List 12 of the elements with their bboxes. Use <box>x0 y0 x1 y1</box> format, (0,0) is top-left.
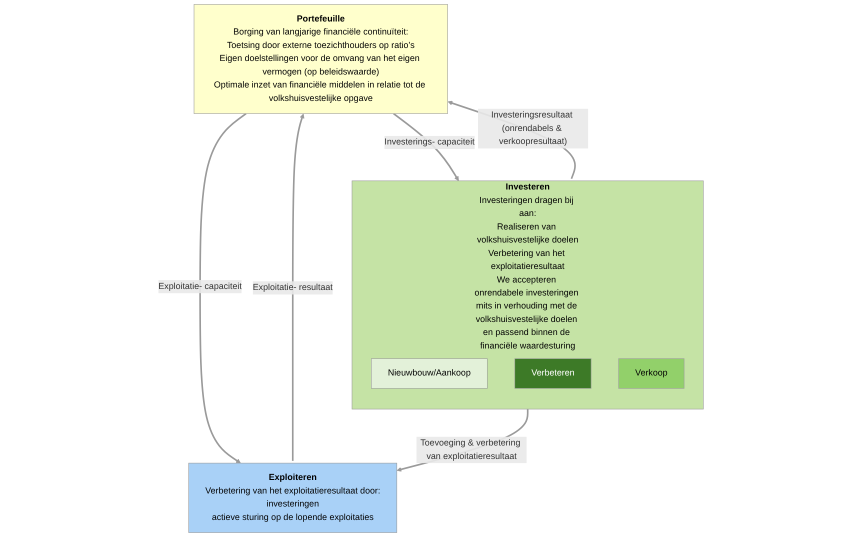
arrow <box>292 114 304 461</box>
node-box: Exploiteren Verbetering van het exploitatieresultaat door: investeringen actieve sturing op de lopende exploitaties <box>188 462 398 533</box>
node-box: Verkoop <box>618 358 684 389</box>
node-box: Nieuwbouw/Aankoop <box>371 358 488 389</box>
node-box: Portefeuille Borging van langjarige financiële continuïteit: Toetsing door externe toezichthouders op ratio’s Eigen doelstellingen voor de omvang van het eigen vermogen (op beleidswaarde) Optimale inzet van financiële middelen in relatie tot de volkshuisvestelijke opgave <box>194 4 448 114</box>
edge-label: Exploitatie- capaciteit <box>158 282 242 292</box>
arrow <box>199 112 247 464</box>
edge-label: Toevoeging & verbetering van exploitatieresultaat <box>420 438 520 461</box>
edge-label: Exploitatie- resultaat <box>252 282 333 292</box>
edge-label: Investerings- capaciteit <box>384 138 475 147</box>
node-box: Verbeteren <box>514 358 592 389</box>
edge-label: Investeringsresultaat (onrendabels & verkoopresultaat) <box>491 110 573 146</box>
